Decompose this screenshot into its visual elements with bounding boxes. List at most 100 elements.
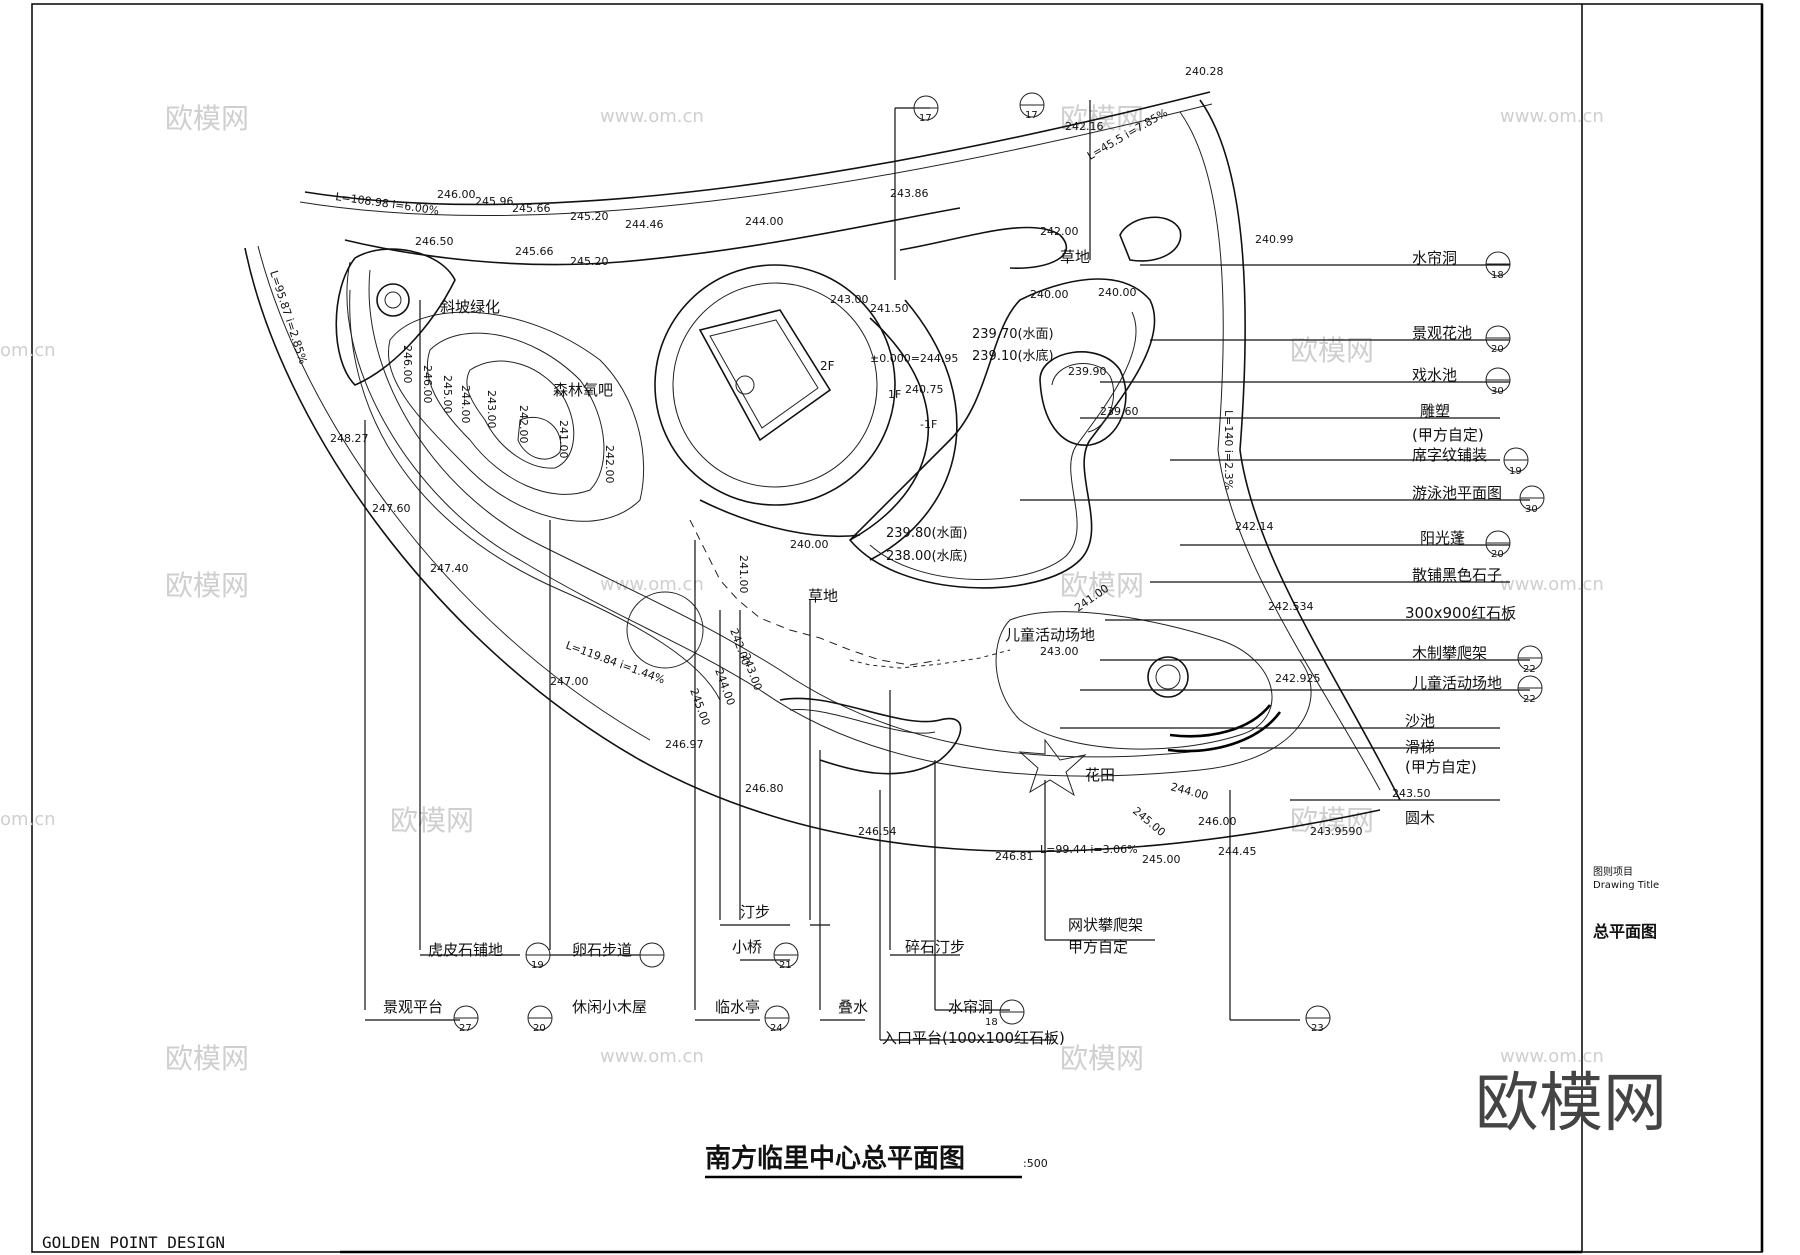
elevation: 241.50	[870, 302, 909, 315]
elevation: 246.54	[858, 825, 897, 838]
elevation: 243.00	[830, 293, 869, 306]
drawing-title: 南方临里中心总平面图 :500	[705, 1143, 1048, 1179]
legend-label: 叠水	[838, 998, 868, 1016]
elevation: 242.00	[1040, 225, 1079, 238]
elevation: ±0.000=244.95	[870, 352, 958, 365]
right-legend: 水帘洞 景观花池 戏水池 雕塑 (甲方自定) 席字纹铺装 游泳池平面图 阳光蓬 …	[1405, 249, 1516, 827]
bottom-ref-bubbles: 19 21 27 20 24 18 23 17 17	[453, 92, 1331, 1034]
ref-number: 19	[1509, 466, 1522, 477]
elevation: 242.00	[517, 405, 530, 444]
elevation: 242.534	[1268, 600, 1314, 613]
watermark-url: om.cn	[0, 340, 56, 361]
elevation: 240.00	[1098, 286, 1137, 299]
legend-label: (甲方自定)	[1412, 426, 1484, 444]
ref-number: 21	[779, 960, 792, 971]
elevation: 240.00	[1030, 288, 1069, 301]
legend-label: 水帘洞	[948, 998, 993, 1016]
elevation: 244.45	[1218, 845, 1257, 858]
title-block-label-en: Drawing Title	[1593, 880, 1659, 891]
area-label: 儿童活动场地	[1005, 626, 1095, 644]
legend-label: (甲方自定)	[1405, 758, 1477, 776]
legend-label: 小桥	[732, 938, 762, 956]
watermark-text: 欧模网	[390, 804, 474, 837]
elevation: 247.40	[430, 562, 469, 575]
elevation: 240.75	[905, 383, 944, 396]
elevation: 246.00	[437, 188, 476, 201]
ref-number: 22	[1523, 694, 1536, 705]
watermark-text: 欧模网	[1290, 334, 1374, 367]
ref-number: 17	[919, 113, 932, 124]
legend-label: 卵石步道	[572, 941, 632, 959]
floor-label: 1F	[888, 388, 901, 401]
elevation: 247.00	[550, 675, 589, 688]
ref-number: 19	[531, 960, 544, 971]
elevation: 242.925	[1275, 672, 1321, 685]
elevation: 240.99	[1255, 233, 1294, 246]
legend-label: 游泳池平面图	[1412, 484, 1502, 502]
legend-label: 入口平台(100x100红石板)	[882, 1029, 1065, 1047]
area-label: 斜坡绿化	[440, 298, 500, 316]
slope-label: L=99.44 i=3.06%	[1040, 843, 1138, 856]
elevation: 240.00	[790, 538, 829, 551]
bottom-legend: 虎皮石铺地 卵石步道 汀步 小桥 碎石汀步 网状攀爬架 甲方自定 景观平台 休闲…	[383, 903, 1143, 1047]
elevation: 245.96	[475, 195, 514, 208]
ref-number: 20	[533, 1023, 546, 1034]
watermark-text: 欧模网	[165, 102, 249, 135]
legend-label: 席字纹铺装	[1412, 446, 1487, 464]
firm-name: GOLDEN POINT DESIGN	[42, 1233, 225, 1252]
elevation: 242.14	[1235, 520, 1274, 533]
ref-number: 30	[1491, 386, 1504, 397]
ref-number: 18	[1491, 270, 1504, 281]
elevation: 244.00	[712, 667, 737, 708]
elevation: 247.60	[372, 502, 411, 515]
elevation: 245.20	[570, 210, 609, 223]
watermark-logo: 欧模网	[1475, 1067, 1667, 1141]
elevation: 244.00	[745, 215, 784, 228]
floor-label: 2F	[820, 359, 835, 373]
watermark-url: www.om.cn	[1500, 1046, 1604, 1067]
ref-number: 18	[985, 1017, 998, 1028]
elevation: 246.80	[745, 782, 784, 795]
elevation: 240.28	[1185, 65, 1224, 78]
elevation: 246.81	[995, 850, 1034, 863]
legend-label: 水帘洞	[1412, 249, 1457, 267]
legend-label: 戏水池	[1412, 366, 1457, 384]
elevation: 238.00(水底)	[886, 548, 968, 564]
elevation: 245.00	[1130, 804, 1168, 839]
ref-number: 17	[1025, 110, 1038, 121]
elevation: 241.00	[557, 420, 570, 459]
legend-label: 圆木	[1405, 809, 1435, 827]
ref-number: 20	[1491, 344, 1504, 355]
ref-number: 23	[1311, 1023, 1324, 1034]
watermark-url: www.om.cn	[1500, 574, 1604, 595]
leader-lines	[364, 100, 1530, 1041]
legend-label: 景观花池	[1412, 324, 1472, 342]
legend-label: 300x900红石板	[1405, 604, 1516, 622]
title-block: 图则项目 Drawing Title 总平面图	[1593, 865, 1659, 941]
elevation: 246.00	[1198, 815, 1237, 828]
legend-label: 散铺黑色石子	[1412, 566, 1502, 584]
watermark-text: 欧模网	[1060, 1042, 1144, 1075]
title-block-label-cn: 图则项目	[1593, 865, 1633, 878]
elevation: 239.90	[1068, 365, 1107, 378]
elevation: 244.00	[459, 385, 472, 424]
slope-label: L=140 i=2.3%	[1222, 410, 1235, 490]
right-ref-bubbles: 18 20 30 19 30 20 22 22	[1485, 251, 1545, 705]
elevation: 242.00	[603, 445, 616, 484]
elevation: 239.70(水面)	[972, 327, 1054, 342]
elevation: 239.80(水面)	[886, 526, 968, 541]
title-block-value: 总平面图	[1593, 922, 1657, 941]
ref-number: 27	[459, 1023, 472, 1034]
ref-number: 30	[1525, 504, 1538, 515]
legend-label: 碎石汀步	[905, 938, 965, 956]
legend-label: 临水亭	[715, 998, 760, 1016]
elevation: 243.9590	[1310, 825, 1363, 838]
elevation: 243.50	[1392, 787, 1431, 800]
watermark-url: www.om.cn	[600, 574, 704, 595]
elevation: 243.00	[1040, 645, 1079, 658]
site-linework	[244, 91, 1401, 853]
watermark-url: www.om.cn	[600, 106, 704, 127]
area-labels: 斜坡绿化 森林氧吧 草地 草地 儿童活动场地 花田 2F 1F -1F	[440, 248, 1115, 784]
legend-label: 汀步	[740, 903, 770, 921]
elevation: 243.86	[890, 187, 929, 200]
